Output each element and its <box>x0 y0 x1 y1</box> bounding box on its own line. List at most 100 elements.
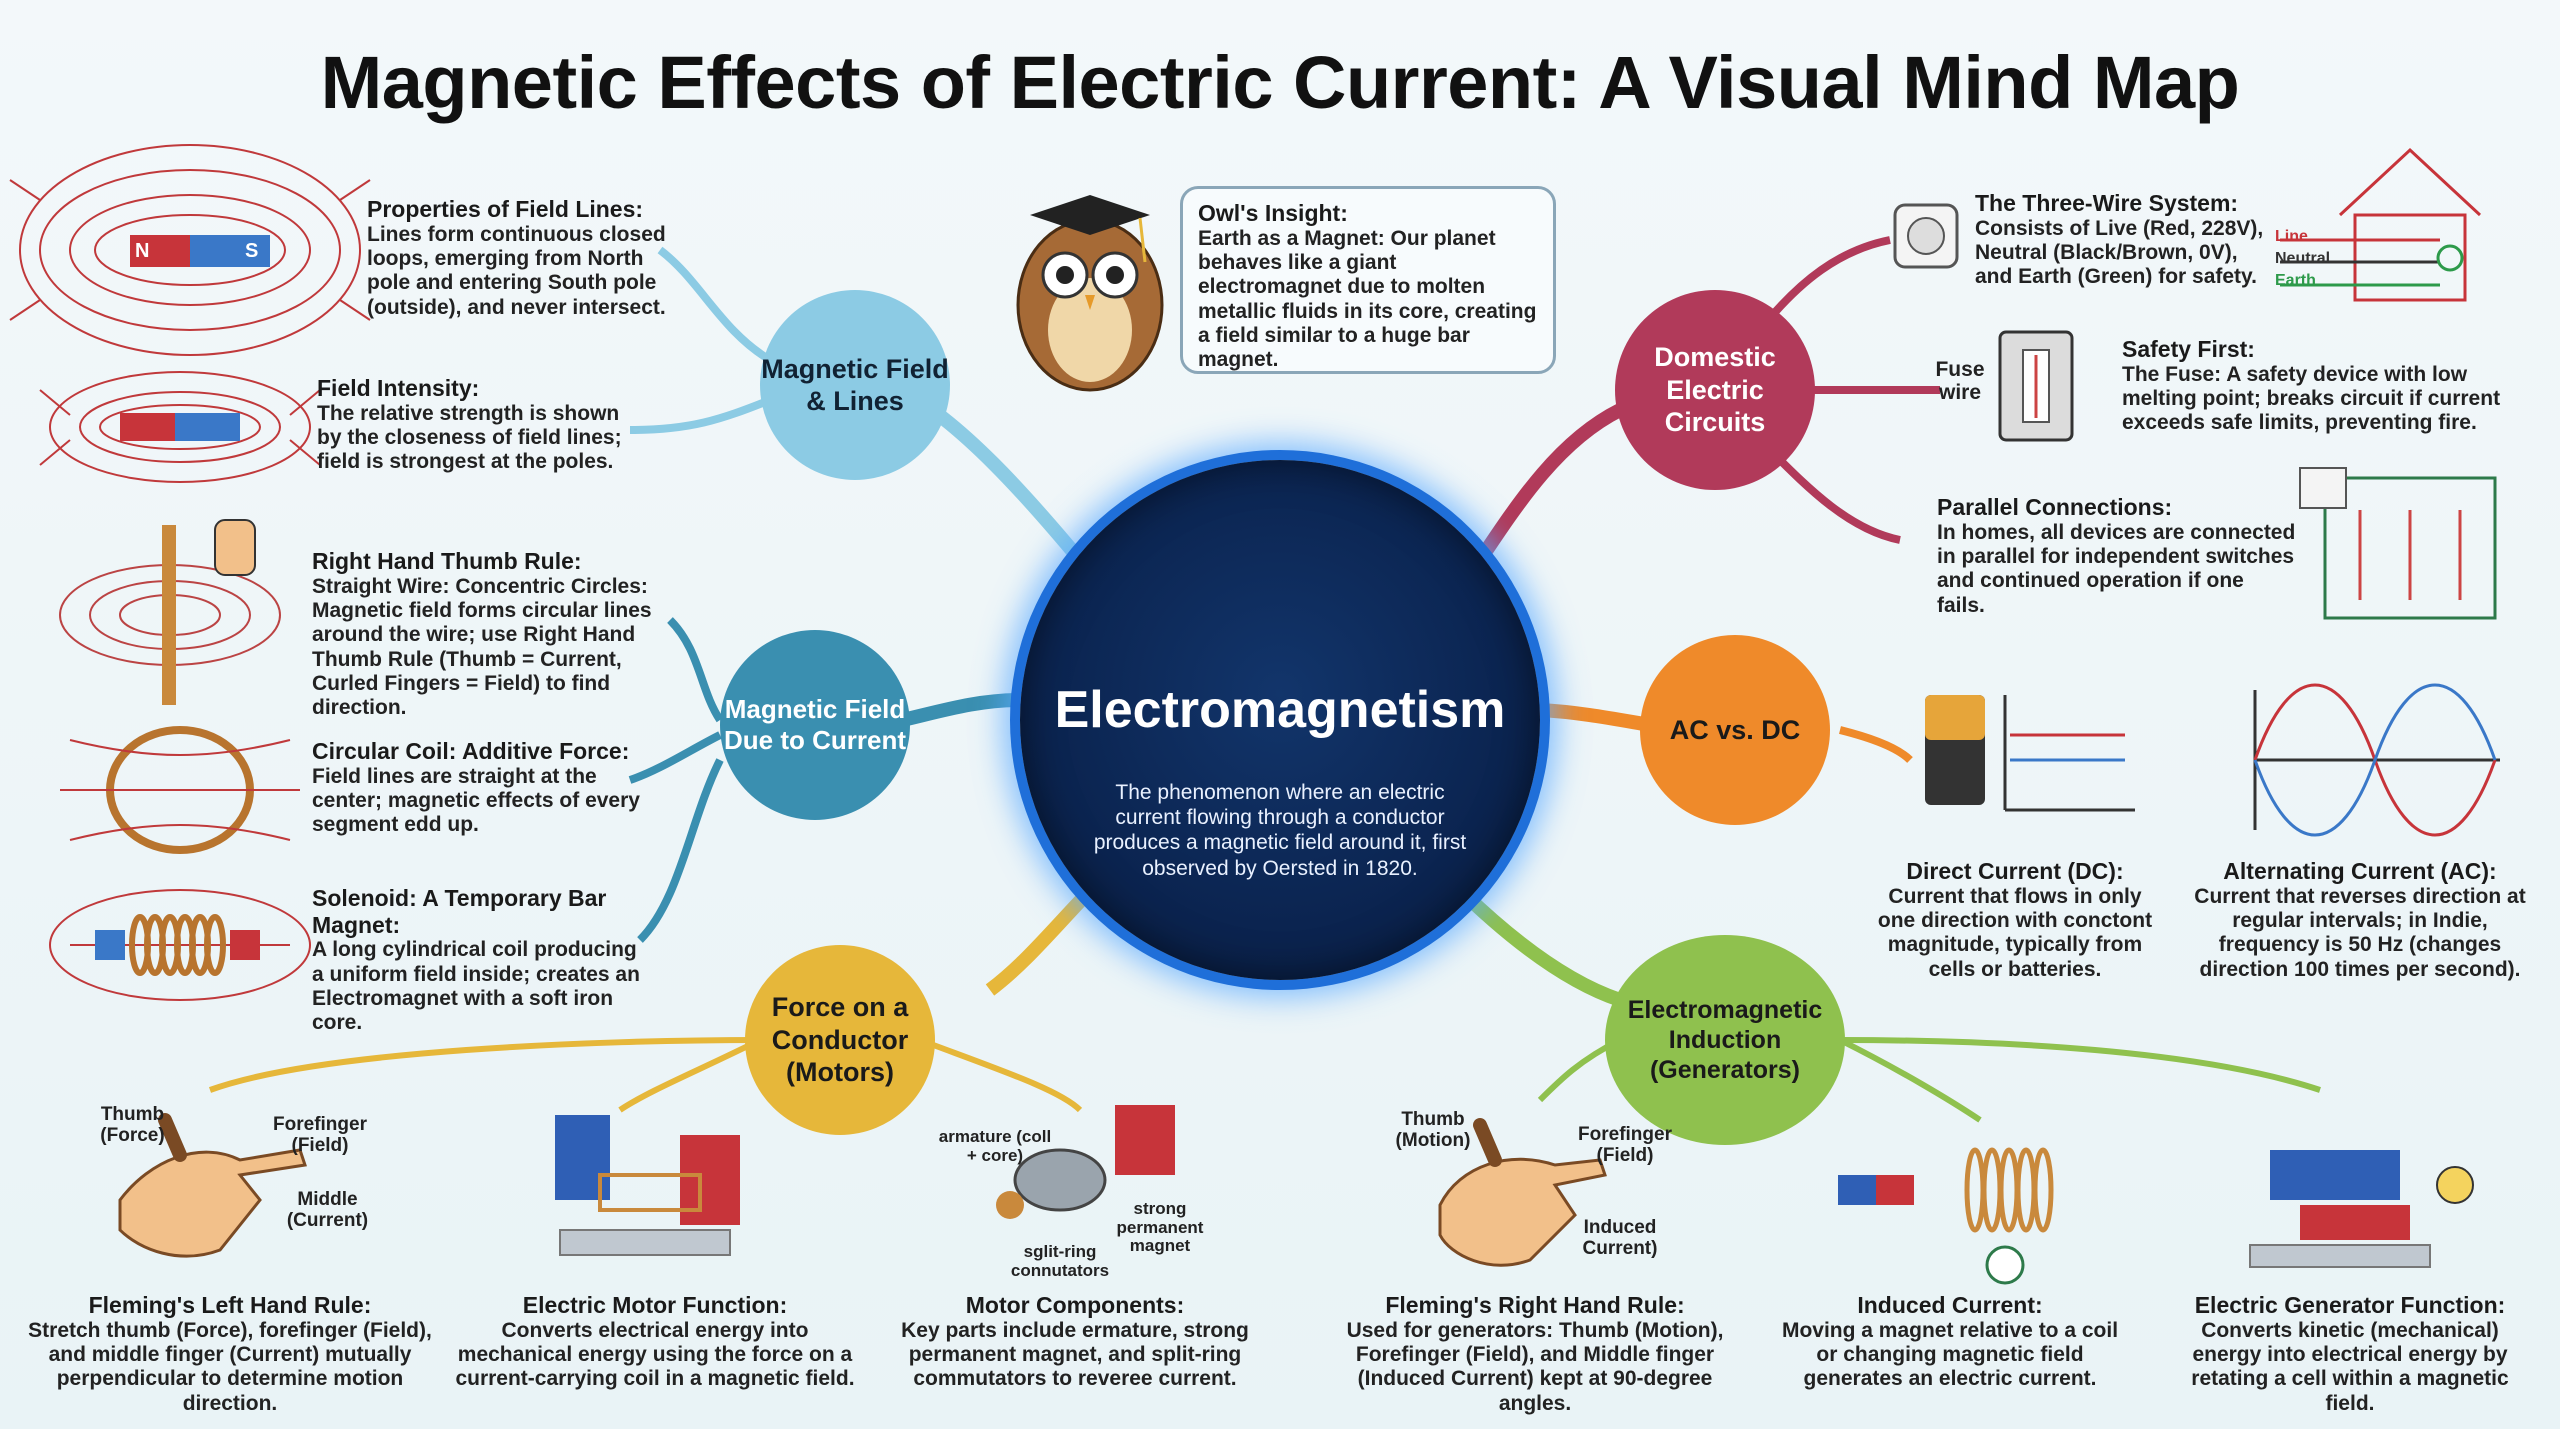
item-text: Used for generators: Thumb (Motion), For… <box>1346 1318 1724 1415</box>
item-heading: Circular Coil: Additive Force: <box>312 738 630 764</box>
item-heading: Fleming's Right Hand Rule: <box>1385 1292 1685 1318</box>
motor-components-illustration <box>996 1105 1175 1219</box>
node-magnetic-field-lines: Magnetic Field & Lines <box>760 290 950 480</box>
right-hand-thumb-label: Thumb (Motion) <box>1395 1109 1471 1151</box>
electric-motor-illustration <box>555 1115 740 1256</box>
solenoid: Solenoid: A Temporary Bar Magnet: A long… <box>312 885 642 1036</box>
item-text: Converts kinetic (mechanical) energy int… <box>2191 1318 2509 1415</box>
item-text: Key parts include ermature, strong perma… <box>901 1318 1249 1391</box>
item-heading: Field Intensity: <box>317 375 480 401</box>
node-electromagnetic-induction: Electromagnetic Induction (Generators) <box>1605 935 1845 1145</box>
item-text: In homes, all devices are connected in p… <box>1937 520 2296 617</box>
item-text: Consists of Live (Red, 228V), Neutral (B… <box>1975 216 2264 289</box>
node-force-on-conductor: Force on a Conductor (Motors) <box>745 945 935 1135</box>
node-label: Magnetic Field & Lines <box>761 353 949 416</box>
house-wiring-illustration <box>2280 147 2482 302</box>
item-text: Current that flows in only one direction… <box>1877 884 2153 981</box>
electric-motor-function: Electric Motor Function: Converts electr… <box>455 1292 855 1392</box>
right-hand-thumb-rule: Right Hand Thumb Rule: Straight Wire: Co… <box>312 548 672 721</box>
field-intensity-illustration <box>39 371 321 483</box>
fuse-wire-label: Fuse wire <box>1935 358 1985 405</box>
item-heading: Safety First: <box>2122 336 2255 362</box>
circular-coil: Circular Coil: Additive Force: Field lin… <box>312 738 642 838</box>
safety-first-fuse: Safety First: The Fuse: A safety device … <box>2122 336 2502 436</box>
item-heading: Motor Components: <box>965 1292 1185 1318</box>
owl-insight-bubble <box>1180 186 1556 374</box>
item-text: Field lines are straight at the center; … <box>312 764 640 837</box>
item-heading: Properties of Field Lines: <box>367 196 644 222</box>
parallel-circuit-illustration <box>2323 476 2497 620</box>
ac-sine-graph-illustration <box>2253 683 2500 837</box>
left-hand-middle-label: Middle (Current) <box>286 1189 369 1231</box>
item-text: The relative strength is shown by the cl… <box>317 401 622 474</box>
node-label: AC vs. DC <box>1669 714 1801 745</box>
item-heading: Direct Current (DC): <box>1906 858 2124 884</box>
item-heading: Right Hand Thumb Rule: <box>312 548 582 574</box>
item-heading: Alternating Current (AC): <box>2223 858 2497 884</box>
owl-mascot-icon <box>1016 195 1164 392</box>
node-domestic-circuits: Domestic Electric Circuits <box>1615 290 1815 490</box>
item-heading: Electric Generator Function: <box>2194 1292 2506 1318</box>
field-lines-properties: Properties of Field Lines: Lines form co… <box>367 196 687 320</box>
item-heading: Fleming's Left Hand Rule: <box>88 1292 372 1318</box>
node-label: Magnetic Field Due to Current <box>724 693 906 755</box>
node-ac-vs-dc: AC vs. DC <box>1640 635 1830 825</box>
owl-insight-heading: Owl's Insight: <box>1198 200 1348 226</box>
left-hand-forefinger-label: Forefinger (Field) <box>273 1114 367 1156</box>
central-description: The phenomenon where an electric current… <box>1093 781 1467 880</box>
node-label: Electromagnetic Induction (Generators) <box>1627 996 1823 1084</box>
item-text: Straight Wire: Concentric Circles: Magne… <box>312 574 652 720</box>
electric-generator-function: Electric Generator Function: Converts ki… <box>2165 1292 2535 1416</box>
dc-battery-graph-illustration <box>1925 695 2135 812</box>
field-intensity: Field Intensity: The relative strength i… <box>317 375 637 475</box>
electric-generator-illustration <box>2249 1150 2474 1268</box>
item-text: Moving a magnet relative to a coil or ch… <box>1781 1318 2119 1391</box>
permanent-magnet-label: strong permanent magnet <box>1116 1199 1204 1256</box>
wire-label-neutral: Neutral <box>2275 250 2331 267</box>
item-text: Current that reverses direction at regul… <box>2194 884 2526 981</box>
flemings-right-hand-rule: Fleming's Right Hand Rule: Used for gene… <box>1325 1292 1745 1416</box>
central-title: Electromagnetism <box>1054 681 1506 739</box>
commutator-label: sglit-ring connutators <box>1010 1242 1110 1280</box>
three-wire-system: The Three-Wire System: Consists of Live … <box>1975 190 2275 290</box>
item-heading: The Three-Wire System: <box>1975 190 2239 216</box>
item-heading: Induced Current: <box>1857 1292 2043 1318</box>
pole-n-label: N <box>135 240 150 262</box>
node-label: Domestic Electric Circuits <box>1654 342 1776 438</box>
bar-magnet-field-illustration <box>9 144 371 356</box>
item-text: Converts electrical energy into mechanic… <box>455 1318 855 1391</box>
induced-current-illustration <box>1838 1147 2054 1285</box>
central-hub <box>1020 460 1540 980</box>
solenoid-illustration <box>49 889 311 1001</box>
right-hand-forefinger-label: Forefinger (Field) <box>1578 1124 1672 1166</box>
parallel-connections: Parallel Connections: In homes, all devi… <box>1937 494 2297 618</box>
direct-current: Direct Current (DC): Current that flows … <box>1875 858 2155 982</box>
item-text: Stretch thumb (Force), forefinger (Field… <box>28 1318 432 1415</box>
straight-wire-illustration <box>59 519 281 705</box>
left-hand-rule-illustration <box>118 1113 307 1258</box>
wire-label-earth: Earth <box>2275 272 2316 289</box>
page-title: Magnetic Effects of Electric Current: A … <box>320 41 2240 124</box>
item-heading: Solenoid: A Temporary Bar Magnet: <box>312 885 607 938</box>
circular-coil-illustration <box>60 726 300 854</box>
item-text: Lines form continuous closed loops, emer… <box>367 222 666 319</box>
pole-s-label: S <box>245 240 259 262</box>
item-heading: Parallel Connections: <box>1937 494 2173 520</box>
item-heading: Electric Motor Function: <box>522 1292 788 1318</box>
node-label: Force on a Conductor (Motors) <box>771 992 909 1088</box>
left-hand-thumb-label: Thumb (Force) <box>100 1104 165 1146</box>
node-field-due-to-current: Magnetic Field Due to Current <box>720 630 910 820</box>
owl-insight-body: Earth as a Magnet: Our planet behaves li… <box>1198 226 1537 372</box>
wire-label-line: Line <box>2275 228 2308 245</box>
right-hand-rule-illustration <box>1438 1118 1607 1267</box>
item-text: A long cylindrical coil producing a unif… <box>312 938 640 1035</box>
motor-components: Motor Components: Key parts include erma… <box>895 1292 1255 1392</box>
armature-label: armature (coll + core) <box>938 1127 1052 1165</box>
owl-insight-text: Owl's Insight: Earth as a Magnet: Our pl… <box>1198 200 1538 373</box>
induced-current: Induced Current: Moving a magnet relativ… <box>1780 1292 2120 1392</box>
right-hand-middle-label: Induced Current) <box>1582 1217 1658 1259</box>
item-text: The Fuse: A safety device with low melti… <box>2122 362 2501 435</box>
flemings-left-hand-rule: Fleming's Left Hand Rule: Stretch thumb … <box>15 1292 445 1416</box>
